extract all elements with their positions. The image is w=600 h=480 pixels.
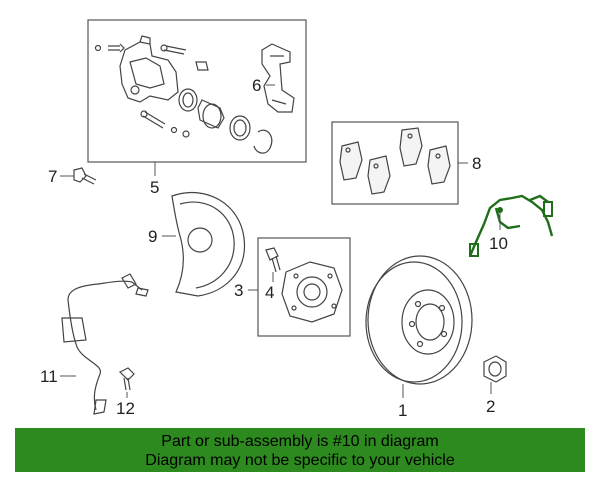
callout-3: 3 bbox=[234, 281, 243, 300]
abs-sensor-icon bbox=[61, 273, 149, 415]
sensor-bolt-icon bbox=[118, 367, 135, 391]
callout-1: 1 bbox=[398, 401, 407, 420]
brake-caliper-icon bbox=[119, 35, 179, 103]
callout-12: 12 bbox=[116, 399, 135, 418]
caliper-bolt-icon bbox=[94, 43, 209, 138]
callout-9: 9 bbox=[148, 227, 157, 246]
dust-shield-icon bbox=[171, 191, 246, 297]
hub-bolt-icon bbox=[265, 247, 281, 273]
piston-seal-icon bbox=[178, 88, 273, 154]
callout-4: 4 bbox=[265, 283, 274, 302]
caliper-group-box bbox=[87, 19, 307, 163]
hub-bearing-icon bbox=[281, 261, 343, 323]
brake-pad-icon bbox=[339, 127, 451, 195]
brake-hose-icon bbox=[468, 194, 554, 257]
caliper-bracket-icon bbox=[261, 43, 295, 113]
callout-8: 8 bbox=[472, 154, 481, 173]
callout-11: 11 bbox=[40, 367, 58, 386]
banner-line-1: Part or sub-assembly is #10 in diagram bbox=[161, 433, 439, 450]
callout-10: 10 bbox=[489, 234, 508, 253]
callout-6: 6 bbox=[252, 76, 261, 95]
banner-line-2: Diagram may not be specific to your vehi… bbox=[145, 452, 455, 469]
callout-2: 2 bbox=[486, 397, 495, 416]
callout-5: 5 bbox=[150, 178, 159, 197]
brake-rotor-icon bbox=[365, 255, 473, 385]
bolt-icon bbox=[73, 167, 97, 185]
callout-7: 7 bbox=[48, 167, 57, 186]
nut-icon bbox=[483, 355, 507, 383]
hub-group-box bbox=[257, 237, 351, 337]
fitment-notice-banner: Part or sub-assembly is #10 in diagram D… bbox=[15, 428, 585, 472]
